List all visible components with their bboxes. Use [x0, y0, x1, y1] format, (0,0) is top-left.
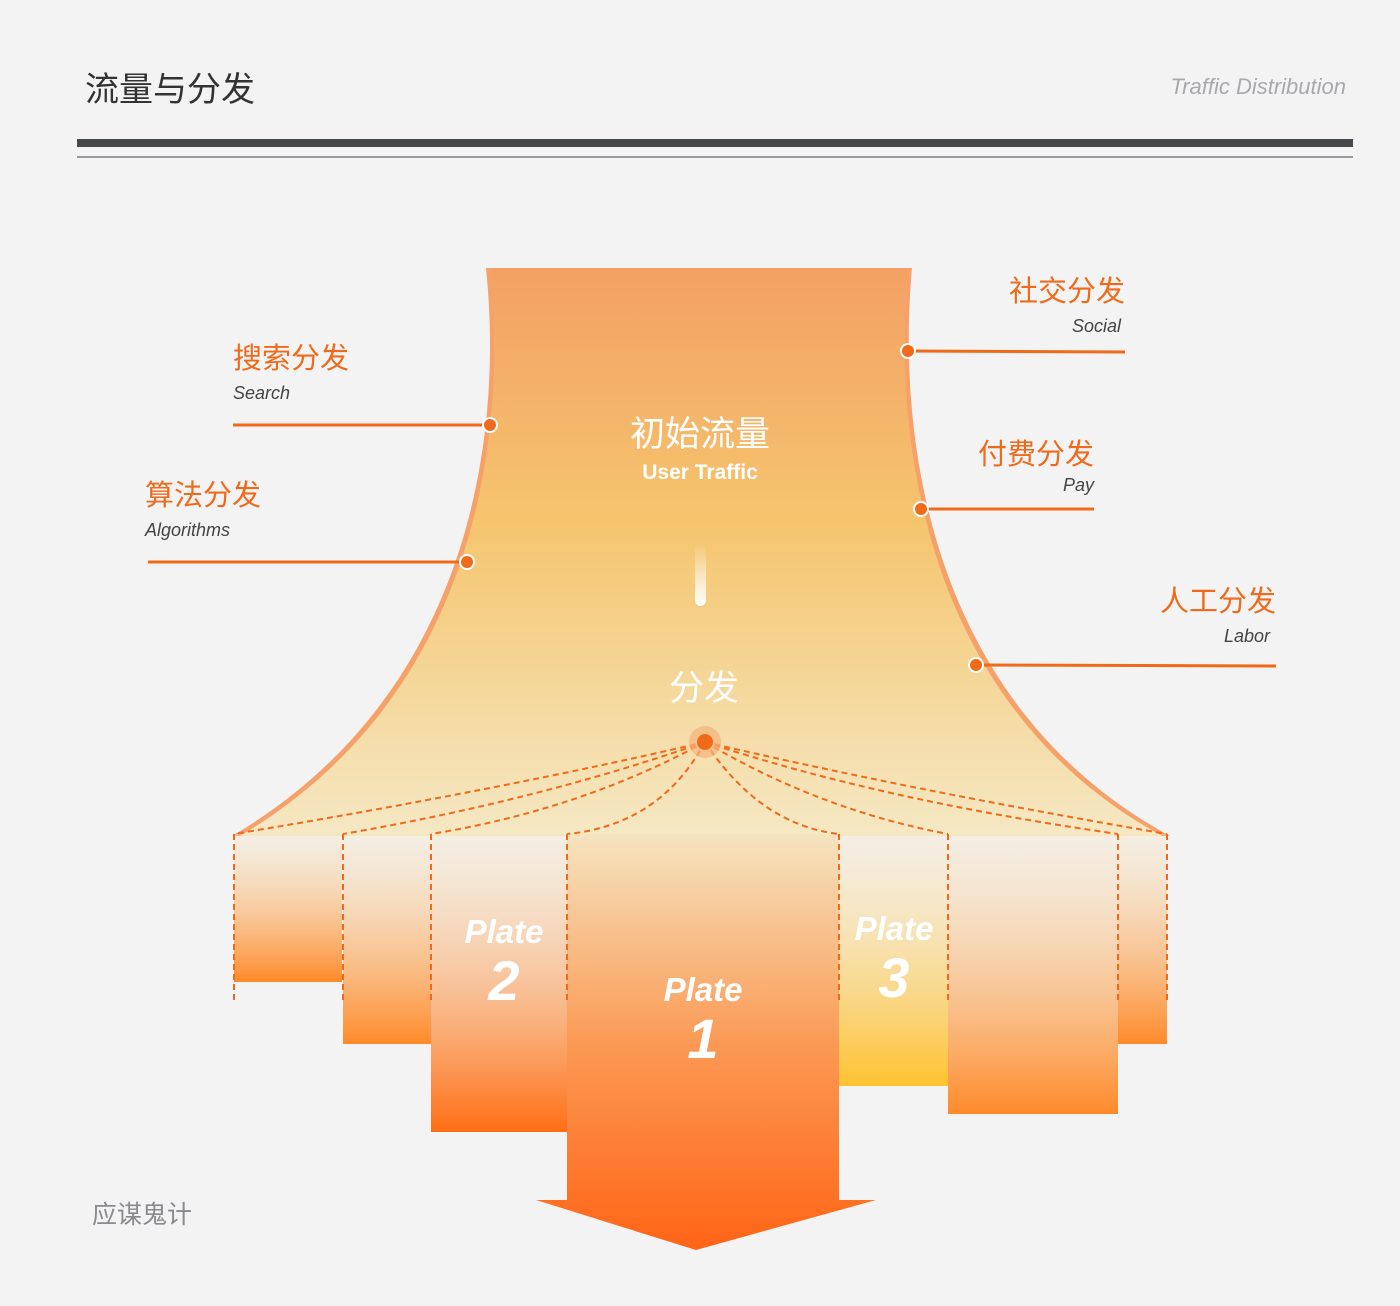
distribution-curves [233, 741, 1168, 835]
label-social-zh: 社交分发 [1008, 274, 1125, 308]
label-algorithms-zh: 算法分发 [145, 478, 262, 512]
plate-2-number: 2 [488, 949, 520, 1012]
label-search-zh: 搜索分发 [233, 341, 350, 375]
label-search-en: Search [233, 383, 291, 403]
plate-2-word: Plate [464, 913, 544, 950]
bar-dashed-edges [233, 834, 1168, 1000]
bar-plate-3 [839, 834, 948, 1086]
label-labor-en: Labor [1223, 626, 1270, 646]
label-labor: 人工分发 Labor [1126, 578, 1276, 647]
label-social-en: Social [1071, 316, 1121, 336]
bar-plate-2 [431, 834, 567, 1132]
footer-signature: 应谋鬼计 [92, 1200, 193, 1229]
plate-3: Plate 3 [821, 910, 967, 1006]
plate-1: Plate 1 [630, 971, 776, 1067]
plate-3-number: 3 [878, 946, 910, 1009]
plate-2: Plate 2 [431, 913, 577, 1009]
hub-dot [697, 734, 713, 750]
label-social: 社交分发 Social [975, 268, 1125, 337]
label-pay: 付费分发 Pay [944, 431, 1094, 496]
bar-far-left [234, 834, 342, 982]
header-rule-thin [77, 156, 1353, 158]
connector-dots [459, 343, 984, 673]
header-rule-thick [77, 139, 1353, 147]
label-algorithms-en: Algorithms [145, 520, 231, 540]
label-labor-zh: 人工分发 [1159, 584, 1276, 618]
center-title-zh: 初始流量 [629, 415, 770, 455]
page-subtitle: Traffic Distribution [1170, 74, 1346, 99]
label-connectors [148, 349, 1277, 668]
label-pay-en: Pay [1062, 475, 1094, 495]
bar-left [343, 834, 431, 1044]
bar-right [948, 834, 1118, 1114]
bar-far-right [1118, 834, 1167, 1044]
label-pay-zh: 付费分发 [977, 437, 1094, 471]
plate-1-word: Plate [663, 971, 743, 1008]
label-search: 搜索分发 Search [233, 335, 349, 404]
distribute-label: 分发 [668, 669, 739, 709]
page-title: 流量与分发 [85, 70, 255, 110]
center-title-en: User Traffic [642, 461, 758, 484]
plate-1-number: 1 [687, 1007, 719, 1070]
flow-indicator [695, 544, 706, 606]
label-algorithms: 算法分发 Algorithms [145, 472, 261, 541]
arrow-plate-1 [536, 834, 876, 1250]
plate-3-word: Plate [854, 910, 934, 947]
